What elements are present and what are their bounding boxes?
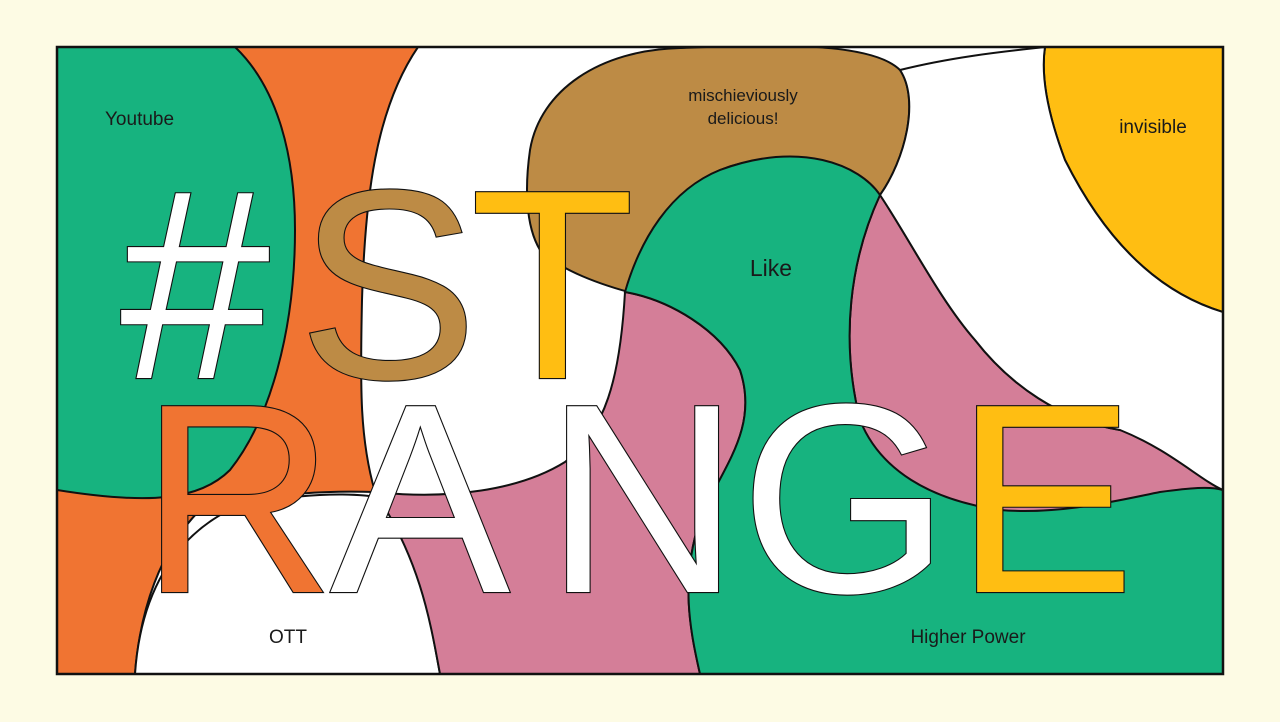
g-glyph: G [740,349,950,650]
label-higher-power: Higher Power [910,627,1026,648]
r-glyph: R [140,349,335,650]
label-ott: OTT [269,627,307,648]
s-glyph: S [298,135,478,436]
green-blob-center [623,155,1223,674]
label-like: Like [750,255,792,281]
n-glyph: N [545,349,740,650]
label-mischievous-2: delicious! [708,109,779,128]
label-invisible: invisible [1119,117,1187,138]
green-blob-top-left [57,47,297,500]
blob-layer [57,47,1223,674]
e-glyph: E [955,349,1135,650]
hash-glyph: # [120,135,272,436]
t-glyph: T [470,135,635,436]
headline-row-2: R A N G E [139,348,1136,651]
white-blob-right [878,47,1223,492]
a-glyph: A [330,349,511,650]
label-mischievous-1: mischieviously [688,86,798,105]
label-youtube: Youtube [105,109,174,130]
frame-border [55,45,1225,676]
headline-row-1: # S T [119,134,636,437]
